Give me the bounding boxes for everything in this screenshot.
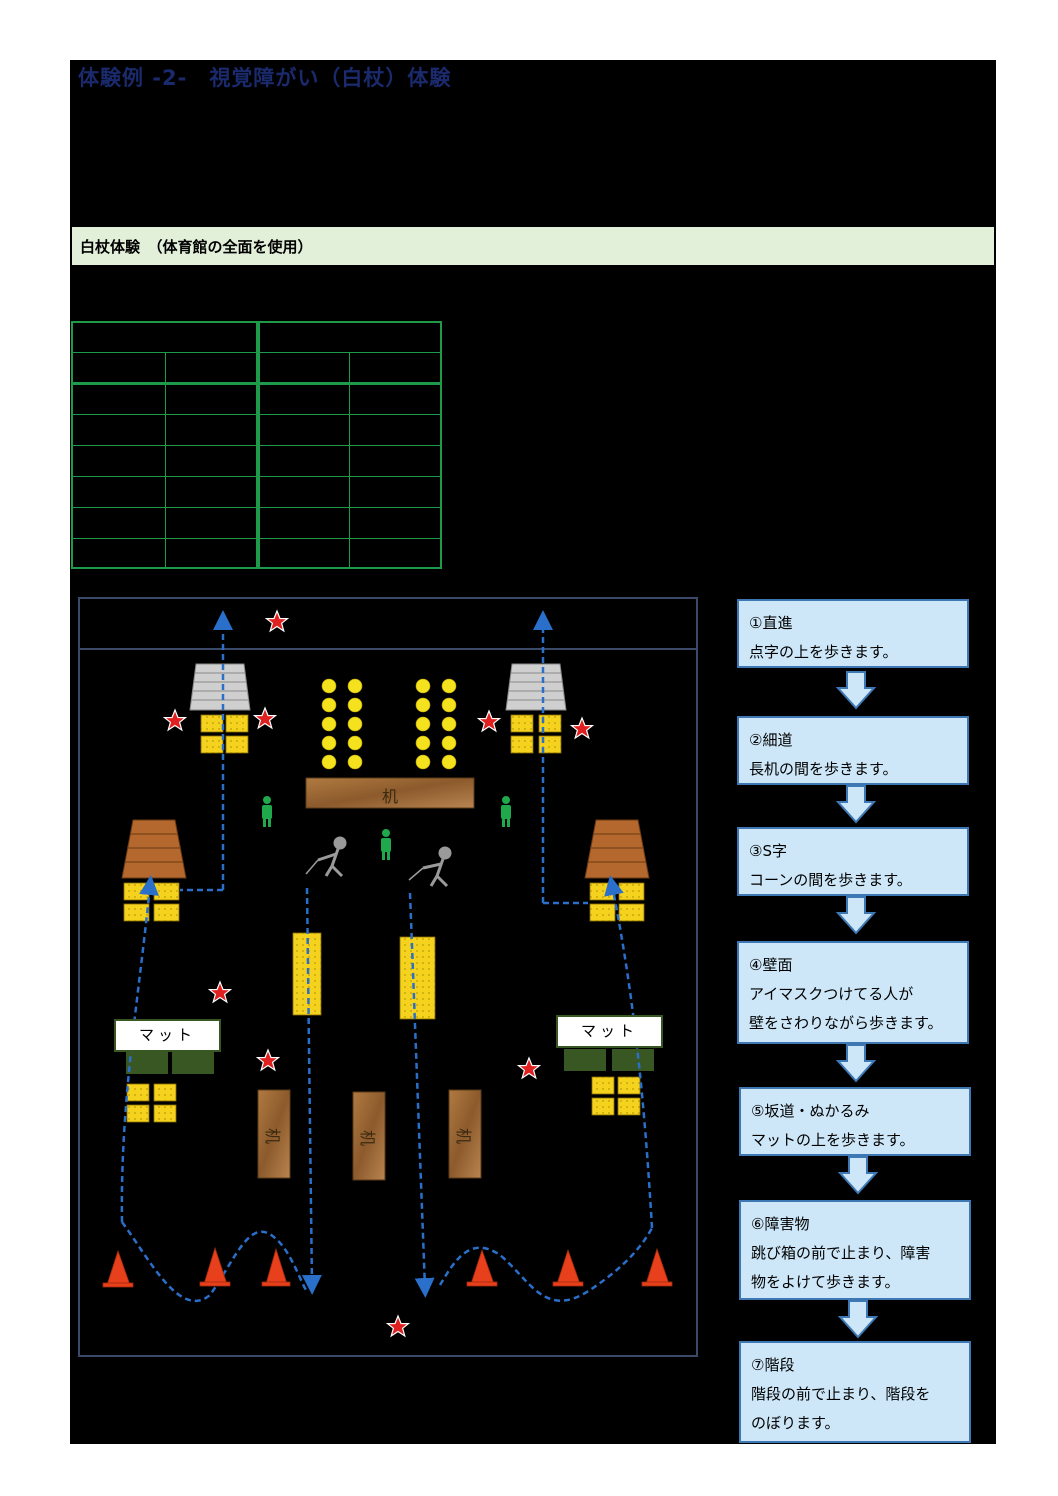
page-title: 体験例 -2- 視覚障がい（白杖）体験 xyxy=(78,66,452,90)
desk-label: 机 xyxy=(382,787,399,806)
table-column-rule xyxy=(256,323,260,567)
audience-smileys xyxy=(321,678,457,770)
table-column-rule xyxy=(349,352,350,567)
staircase-left xyxy=(189,663,251,711)
step-s-curve: ③S字 コーンの間を歩きます。 xyxy=(737,827,969,896)
step-title: ⑦階段 xyxy=(751,1356,795,1374)
step-obstacle: ⑥障害物 跳び箱の前で止まり、障害 物をよけて歩きます。 xyxy=(739,1200,971,1300)
step-stairs: ⑦階段 階段の前で止まり、階段を のぼります。 xyxy=(739,1341,971,1443)
section-heading: 白杖体験 （体育館の全面を使用） xyxy=(80,238,313,256)
step-text: 物をよけて歩きます。 xyxy=(751,1273,900,1291)
staircase-right xyxy=(505,663,567,711)
stage-boundary-line xyxy=(80,648,696,650)
desk-vertical xyxy=(257,1089,291,1179)
step-straight: ①直進 点字の上を歩きます。 xyxy=(737,599,969,668)
vaulting-box-right xyxy=(584,819,650,879)
braille-blocks xyxy=(123,714,645,1123)
desk-label: 机 xyxy=(358,1129,378,1147)
traffic-cone-icon xyxy=(102,1246,673,1288)
step-text: 点字の上を歩きます。 xyxy=(749,643,898,661)
step-text: コーンの間を歩きます。 xyxy=(749,871,912,889)
vaulting-box-left xyxy=(121,819,187,879)
desk-label: 机 xyxy=(454,1127,474,1145)
star-marker-icon xyxy=(162,609,595,1338)
step-narrow-path: ②細道 長机の間を歩きます。 xyxy=(737,716,969,785)
step-text: 長机の間を歩きます。 xyxy=(749,760,898,778)
empty-grid-table xyxy=(71,321,442,569)
step-text: マットの上を歩きます。 xyxy=(751,1131,915,1149)
step-title: ④壁面 xyxy=(749,956,793,974)
section-band: 白杖体験 （体育館の全面を使用） xyxy=(72,227,994,265)
step-text: のぼります。 xyxy=(751,1414,840,1432)
flow-down-arrow-icon xyxy=(835,671,879,1339)
mat-slope xyxy=(172,1052,214,1074)
step-title: ⑤坂道・ぬかるみ xyxy=(751,1102,870,1120)
step-wall: ④壁面 アイマスクつけてる人が 壁をさわりながら歩きます。 xyxy=(737,941,969,1044)
mat-slope xyxy=(564,1049,606,1071)
step-text: 壁をさわりながら歩きます。 xyxy=(749,1014,943,1032)
step-text: 階段の前で止まり、階段を xyxy=(751,1385,931,1403)
mat-label: マット xyxy=(114,1019,221,1052)
step-title: ⑥障害物 xyxy=(751,1215,810,1233)
desk-long xyxy=(305,777,475,809)
step-title: ②細道 xyxy=(749,731,793,749)
mat-label: マット xyxy=(556,1015,663,1048)
mat-slope xyxy=(126,1052,168,1074)
desk-label: 机 xyxy=(263,1127,283,1145)
desk-vertical xyxy=(448,1089,482,1179)
step-slope: ⑤坂道・ぬかるみ マットの上を歩きます。 xyxy=(739,1087,971,1156)
step-text: アイマスクつけてる人が xyxy=(749,985,914,1003)
white-cane-walker-icon xyxy=(305,836,452,888)
step-title: ③S字 xyxy=(749,842,787,860)
gym-layout-map xyxy=(78,597,698,1357)
step-title: ①直進 xyxy=(749,614,793,632)
table-column-rule xyxy=(165,352,166,567)
step-text: 跳び箱の前で止まり、障害 xyxy=(751,1244,931,1262)
desk-vertical xyxy=(352,1091,386,1181)
mat-slope xyxy=(612,1049,654,1071)
helper-person-icon xyxy=(262,796,511,860)
